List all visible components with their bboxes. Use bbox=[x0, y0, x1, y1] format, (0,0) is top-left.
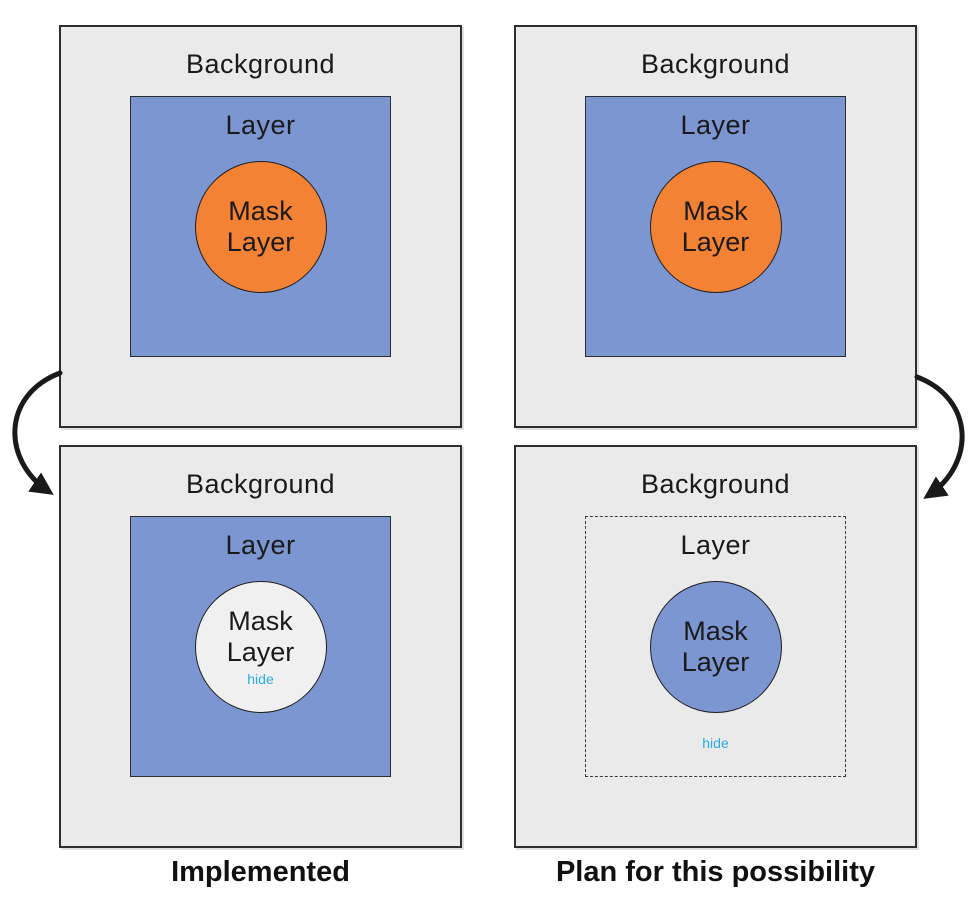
panel-bottom-left-implemented: Background Layer Mask Layer hide bbox=[59, 445, 462, 848]
background-label: Background bbox=[640, 469, 791, 499]
layer-label: Layer bbox=[680, 530, 751, 560]
background-label: Background bbox=[185, 49, 336, 79]
curved-arrow-left-icon bbox=[12, 370, 63, 495]
layer-square: Layer Mask Layer hide bbox=[130, 516, 391, 777]
caption-plan: Plan for this possibility bbox=[555, 856, 876, 888]
panel-top-left-original: Background Layer Mask Layer bbox=[59, 25, 462, 428]
mask-layer-label-line2: Layer bbox=[226, 637, 295, 667]
mask-layer-circle: Mask Layer bbox=[194, 160, 327, 293]
mask-layer-label-line2: Layer bbox=[681, 226, 750, 257]
background-label: Background bbox=[185, 469, 336, 499]
layer-label: Layer bbox=[225, 110, 296, 140]
mask-layer-label-line2: Layer bbox=[226, 226, 295, 257]
hide-label: hide bbox=[247, 671, 274, 687]
mask-layer-label-line2: Layer bbox=[681, 646, 750, 677]
panel-bottom-right-planned: Background Layer Mask Layer hide bbox=[514, 445, 917, 848]
layer-square: Layer Mask Layer bbox=[585, 96, 846, 357]
mask-layer-label-line1: Mask bbox=[228, 606, 293, 636]
mask-layer-label-line1: Mask bbox=[683, 615, 748, 646]
curved-arrow-right-icon bbox=[914, 374, 965, 499]
caption-implemented: Implemented bbox=[171, 856, 350, 888]
layer-label: Layer bbox=[680, 110, 751, 140]
panel-top-right-original: Background Layer Mask Layer bbox=[514, 25, 917, 428]
layer-square: Layer Mask Layer bbox=[130, 96, 391, 357]
mask-layer-label-line1: Mask bbox=[228, 195, 293, 226]
mask-layer-circle-hidden: Mask Layer hide bbox=[194, 580, 327, 713]
mask-layer-label-line1: Mask bbox=[683, 195, 748, 226]
mask-layer-circle: Mask Layer bbox=[649, 580, 782, 713]
mask-layer-circle: Mask Layer bbox=[649, 160, 782, 293]
layer-label: Layer bbox=[225, 530, 296, 560]
background-label: Background bbox=[640, 49, 791, 79]
layer-square-hidden-dashed: Layer Mask Layer hide bbox=[585, 516, 846, 777]
hide-label: hide bbox=[702, 735, 729, 751]
